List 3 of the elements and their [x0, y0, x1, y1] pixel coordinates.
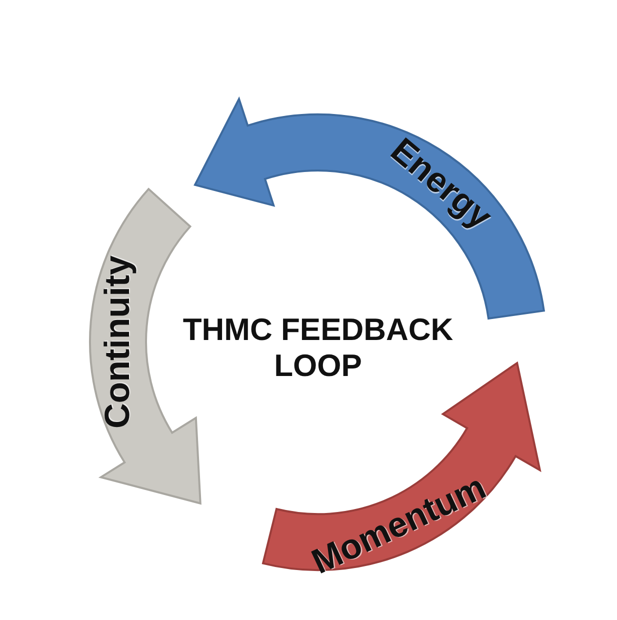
curved-arrow — [194, 98, 544, 318]
arrow-label: Continuity — [98, 255, 138, 428]
center-title: THMC FEEDBACK LOOP — [182, 312, 454, 384]
